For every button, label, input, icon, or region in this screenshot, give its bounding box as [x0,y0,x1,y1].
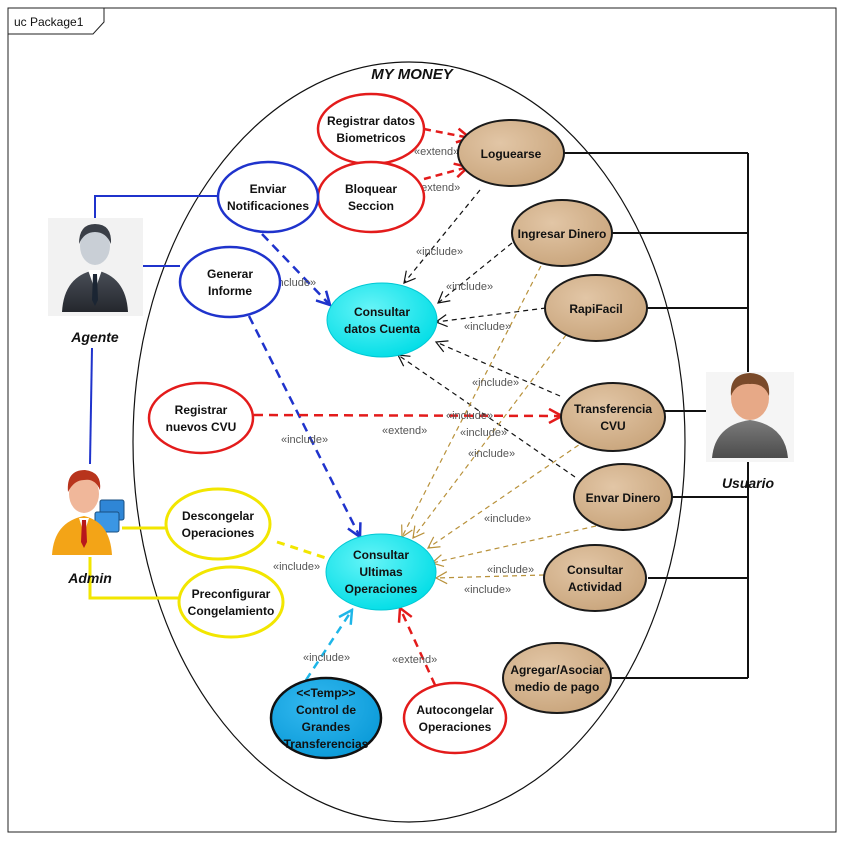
include-label: «include» [468,448,515,460]
include-label: «include» [416,246,463,258]
system-title: MY MONEY [371,66,454,83]
frame-title: uc Package1 [14,15,84,29]
agente-associations [89,195,220,465]
extend-label: «extend» [382,425,427,437]
relationships [247,129,597,686]
include-label: «include» [460,427,507,439]
use-case-rapifacil[interactable]: RapiFacil [544,274,648,342]
extend-label: «extend» [415,182,460,194]
actor-label-usuario: Usuario [722,475,775,491]
actor-admin[interactable]: Admin [52,470,125,586]
svg-text:Ingresar Dinero: Ingresar Dinero [518,227,607,241]
admin-icon [52,470,125,555]
svg-text:RapiFacil: RapiFacil [569,302,622,316]
include-label: «include» [472,377,519,389]
system-boundary: MY MONEY [132,61,686,823]
actor-usuario[interactable]: Usuario [706,372,794,491]
svg-text:Envar Dinero: Envar Dinero [586,491,661,505]
admin-associations [88,526,179,600]
svg-text:Loguearse: Loguearse [481,147,542,161]
actor-label-admin: Admin [67,570,112,586]
extend-label: «extend» [414,146,459,158]
usuario-associations [564,152,749,679]
use-case-envar-dinero[interactable]: Envar Dinero [573,463,673,531]
include-label: «include» [464,321,511,333]
agente-icon [62,224,128,312]
include-label: «include» [303,652,350,664]
include-label: «include» [487,564,534,576]
include-label: «include» [281,434,328,446]
use-case-ingresar-dinero[interactable]: Ingresar Dinero [511,199,613,267]
include-label: «include» [446,410,493,422]
include-label: «include» [273,561,320,573]
actor-label-agente: Agente [70,329,119,345]
include-label: «include» [484,513,531,525]
actor-agente[interactable]: Agente [48,218,143,345]
usuario-icon [712,373,788,458]
include-label: «include» [464,584,511,596]
use-case-loguearse[interactable]: Loguearse [457,119,565,187]
extend-label: «extend» [392,654,437,666]
include-label: «include» [446,281,493,293]
